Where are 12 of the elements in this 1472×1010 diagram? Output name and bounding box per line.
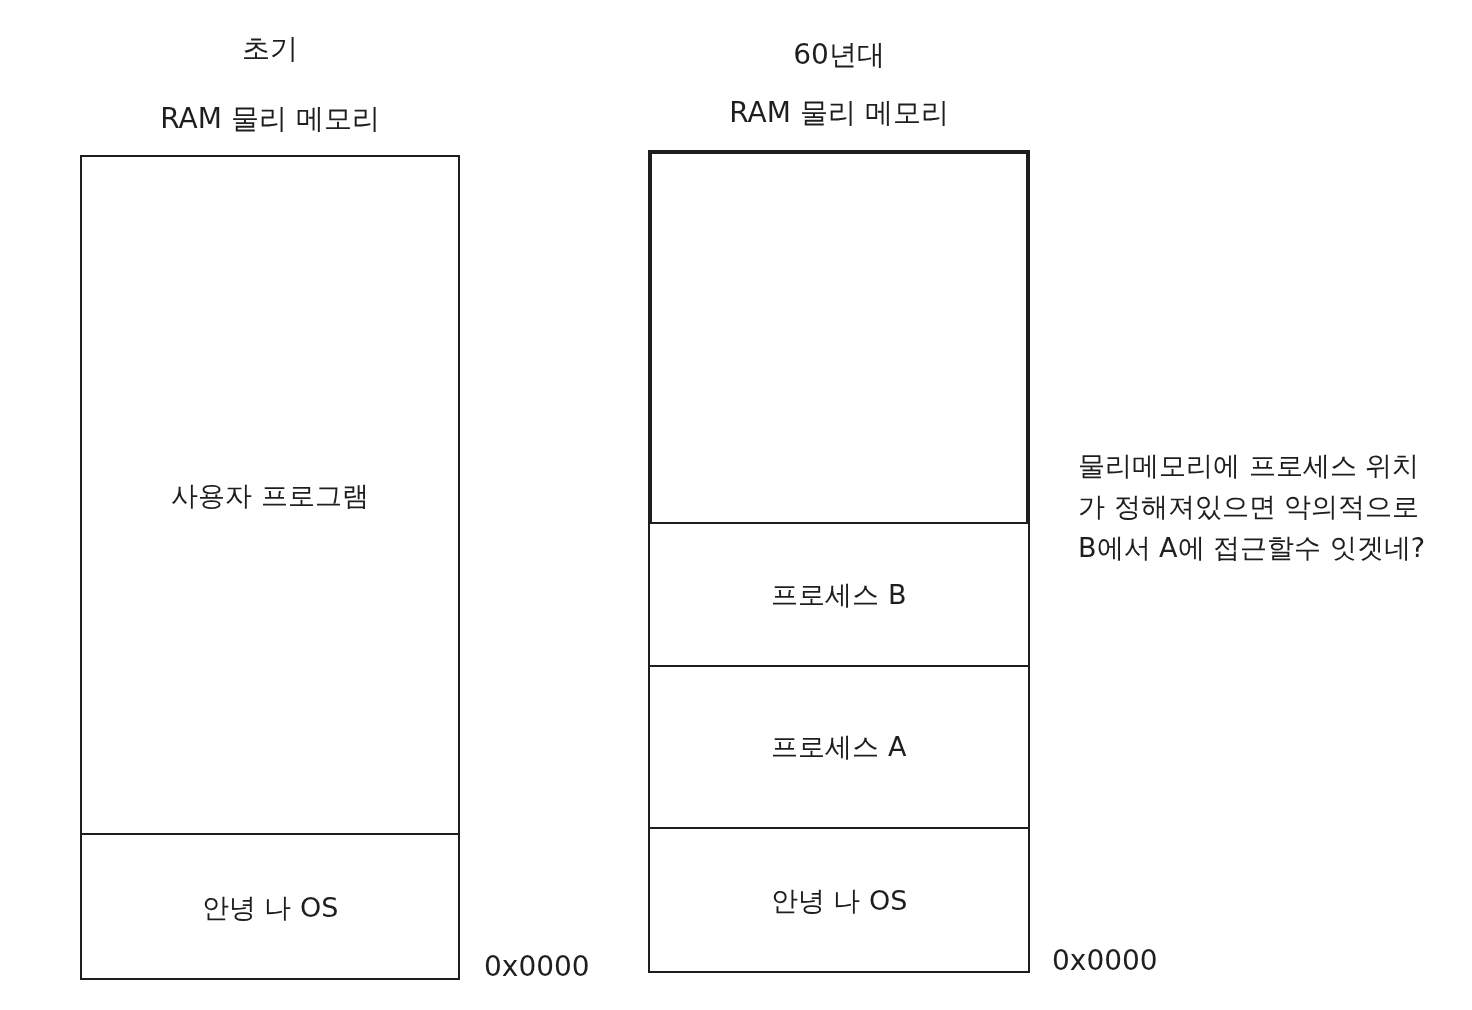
section-label: 프로세스 A [771, 730, 907, 764]
address-label: 0x0000 [1052, 944, 1158, 977]
address-label: 0x0000 [484, 950, 590, 983]
section-label: 안녕 나 OS [201, 890, 339, 925]
note-text: 물리메모리에 프로세스 위치가 정해져있으면 악의적으로 B에서 A에 접근할수 잇겟네? [1078, 449, 1427, 565]
column-subheading: RAM 물리 메모리 [160, 101, 380, 137]
section-label: 사용자 프로그램 [171, 479, 369, 513]
section-label: 안녕 나 OS [770, 884, 908, 918]
column-heading: 초기 [242, 31, 298, 67]
section-label: 프로세스 B [771, 577, 907, 612]
column-heading: 60년대 [793, 37, 885, 73]
column-subheading: RAM 물리 메모리 [729, 95, 949, 131]
